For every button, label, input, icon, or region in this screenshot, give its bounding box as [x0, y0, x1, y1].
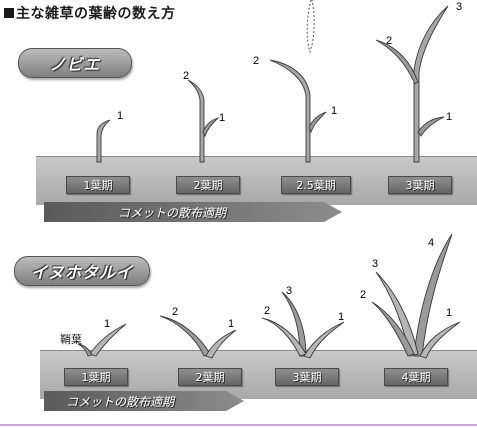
title-square-icon: [4, 8, 14, 18]
stage-nobie-4: 3葉期: [388, 176, 452, 194]
nobie-p4-leaf3: [413, 5, 449, 163]
nobie-plant-2: [187, 79, 220, 163]
nobie-p4-num-1: 1: [446, 111, 452, 123]
stage-label: 3葉期: [292, 371, 322, 384]
plant-name-inuhotarui: イヌホタルイ: [30, 263, 133, 282]
nobie-p4-leaf2: [375, 39, 419, 85]
inuhotarui-p3-leaf1: [303, 321, 345, 359]
nobie-p2-leaf2: [187, 79, 205, 163]
plant-name-nobie: ノビエ: [49, 55, 101, 74]
inuhotarui-p1-leaf1: [89, 323, 127, 357]
inuhotarui-p4-num-1: 1: [446, 307, 452, 319]
inuhotarui-p4-num-4: 4: [428, 237, 434, 249]
inuhotarui-plant-3: [261, 291, 345, 359]
nobie-p2-num-1: 1: [219, 112, 225, 124]
inuhotarui-plant-2: [159, 315, 237, 359]
stage-nobie-1: 1葉期: [66, 176, 130, 194]
stage-label: 2葉期: [195, 371, 225, 384]
inuhotarui-p1-sheath: [77, 343, 93, 357]
arrow-label-inuhotarui: コメットの散布適期: [66, 394, 175, 409]
inuhotarui-plant-4: [371, 233, 461, 359]
stage-inuhotarui-2: 2葉期: [178, 368, 242, 386]
stage-label: 2.5葉期: [296, 179, 336, 192]
nobie-p4-num-2: 2: [386, 35, 392, 47]
inuhotarui-p4-num-2: 2: [360, 289, 366, 301]
inuhotarui-p2-num-2: 2: [172, 306, 178, 318]
nobie-p2-leaf1: [202, 117, 220, 138]
nobie-p4-num-3: 3: [456, 1, 462, 13]
nobie-p3-leaf1: [308, 111, 327, 134]
title-text: 主な雑草の葉齢の数え方: [16, 6, 176, 22]
arrow-label-nobie: コメットの散布適期: [118, 205, 227, 220]
nobie-p4-leaf1: [417, 116, 445, 137]
application-period-arrow-nobie: コメットの散布適期: [44, 202, 342, 222]
nobie-p1-leaf1: [96, 119, 111, 163]
inuhotarui-plant-1: [77, 323, 127, 357]
inuhotarui-p3-num-3: 3: [286, 285, 292, 297]
inuhotarui-p4-num-3: 3: [372, 258, 378, 270]
inuhotarui-p3-leaf3: [281, 291, 307, 357]
nobie-p3-num-1: 1: [331, 105, 337, 117]
application-period-arrow-inuhotarui: コメットの散布適期: [44, 391, 244, 411]
dotted-emerging-leaf: [306, 0, 315, 54]
inuhotarui-p4-leaf1: [419, 321, 461, 359]
nobie-plant-4: [375, 5, 449, 163]
inuhotarui-p3-num-1: 1: [338, 311, 344, 323]
inuhotarui-p1-num-1: 1: [104, 318, 110, 330]
stage-label: 1葉期: [83, 179, 113, 192]
stage-label: 4葉期: [401, 371, 431, 384]
plant-label-nobie: ノビエ: [18, 48, 132, 78]
nobie-p1-num-1: 1: [117, 110, 123, 122]
stage-inuhotarui-4: 4葉期: [384, 368, 448, 386]
nobie-plant-3: [269, 59, 327, 163]
stage-label: 1葉期: [81, 371, 111, 384]
inuhotarui-p3-leaf2: [261, 317, 307, 357]
inuhotarui-p2-leaf1: [205, 329, 237, 359]
nobie-p3-leaf2: [269, 59, 311, 163]
footer-divider: [0, 424, 477, 426]
inuhotarui-p2-leaf2: [159, 315, 211, 357]
stage-nobie-2: 2葉期: [176, 176, 240, 194]
nobie-p2-num-2: 2: [183, 70, 189, 82]
inuhotarui-p4-leaf2: [371, 301, 415, 357]
nobie-plant-1: [96, 119, 111, 163]
sheath-label: 鞘葉: [60, 332, 82, 346]
nobie-p3-num-2: 2: [253, 55, 259, 67]
inuhotarui-p4-leaf3: [375, 271, 419, 357]
inuhotarui-p4-leaf4: [413, 233, 453, 357]
stage-label: 2葉期: [193, 179, 223, 192]
plant-label-inuhotarui: イヌホタルイ: [14, 256, 150, 286]
stage-label: 3葉期: [405, 179, 435, 192]
inuhotarui-p3-num-2: 2: [264, 305, 270, 317]
stage-nobie-3: 2.5葉期: [281, 176, 351, 194]
inuhotarui-p2-num-1: 1: [228, 318, 234, 330]
stage-inuhotarui-1: 1葉期: [64, 368, 128, 386]
page-title: 主な雑草の葉齢の数え方: [4, 3, 176, 23]
stage-inuhotarui-3: 3葉期: [275, 368, 339, 386]
